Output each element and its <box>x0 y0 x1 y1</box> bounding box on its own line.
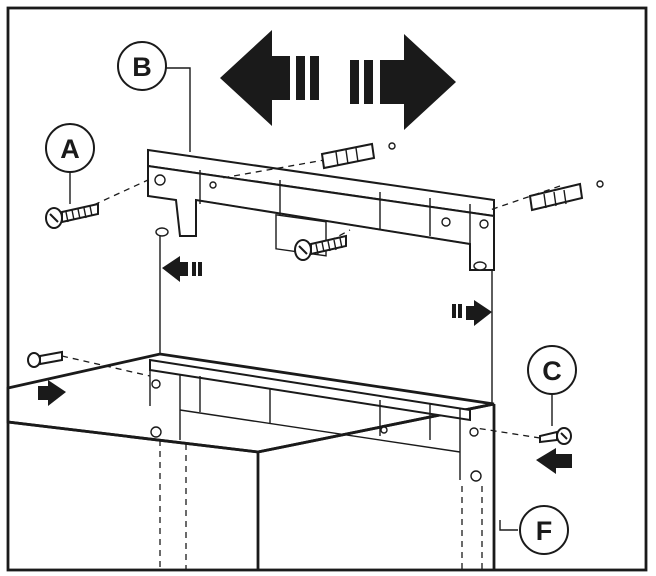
diagram-frame <box>6 6 648 572</box>
screw-a-icon <box>45 202 99 229</box>
screw-middle-icon <box>294 234 347 261</box>
direction-arrow-icon <box>162 256 202 282</box>
direction-arrow-icon <box>452 300 492 326</box>
cabinet-icon <box>6 352 496 570</box>
wall-plug-icon <box>320 142 396 170</box>
svg-text:B: B <box>132 52 152 82</box>
callout-a: A <box>45 123 95 173</box>
screw-left-icon <box>27 350 151 377</box>
callout-f: F <box>519 505 569 555</box>
direction-arrow-icon <box>536 448 572 474</box>
callout-b: B <box>117 41 167 91</box>
double-arrow-icon <box>220 30 456 130</box>
svg-text:A: A <box>60 134 80 164</box>
wall-plug-icon <box>528 180 604 212</box>
direction-arrow-icon <box>38 380 66 406</box>
screw-c-icon <box>475 427 572 445</box>
svg-text:F: F <box>536 516 553 546</box>
callout-c: C <box>527 345 577 395</box>
svg-text:C: C <box>542 356 562 386</box>
